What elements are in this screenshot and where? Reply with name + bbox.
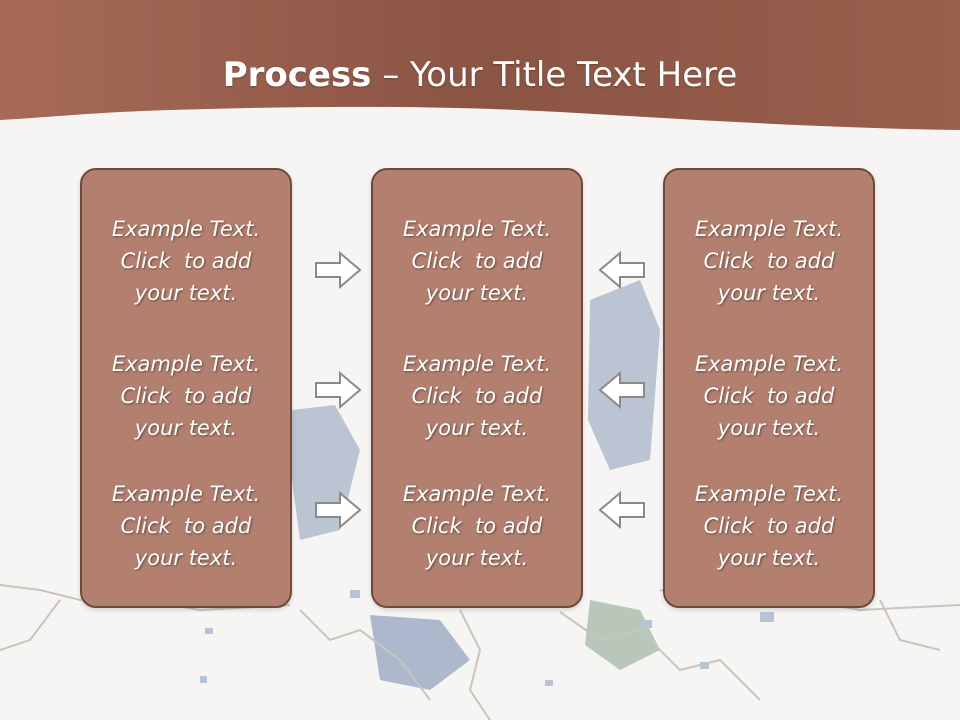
arrow-left-icon bbox=[598, 250, 645, 290]
text-line: Click to add bbox=[411, 384, 543, 408]
text-line: Example Text. bbox=[111, 217, 261, 241]
text-line: Click to add bbox=[120, 384, 252, 408]
text-block[interactable]: Example Text. Click to add your text. bbox=[665, 213, 873, 309]
arrow-right-icon bbox=[315, 250, 362, 290]
text-block[interactable]: Example Text. Click to add your text. bbox=[665, 348, 873, 444]
panel-middle: Example Text. Click to add your text. Ex… bbox=[371, 168, 583, 608]
text-line: Click to add bbox=[411, 514, 543, 538]
page-title: Process – Your Title Text Here bbox=[0, 50, 960, 100]
text-line: Click to add bbox=[411, 249, 543, 273]
globe-shard bbox=[370, 615, 470, 690]
text-line: Click to add bbox=[703, 514, 835, 538]
text-line: Example Text. bbox=[402, 217, 552, 241]
arrow-left-icon bbox=[598, 490, 645, 530]
title-rest: – Your Title Text Here bbox=[371, 55, 738, 95]
header-band bbox=[0, 0, 960, 130]
text-line: Example Text. bbox=[402, 482, 552, 506]
text-line: Click to add bbox=[120, 514, 252, 538]
text-line: Click to add bbox=[703, 249, 835, 273]
text-line: Example Text. bbox=[111, 482, 261, 506]
text-line: your text. bbox=[134, 281, 238, 305]
globe-shard bbox=[588, 280, 660, 470]
text-line: your text. bbox=[717, 281, 821, 305]
text-block[interactable]: Example Text. Click to add your text. bbox=[82, 478, 290, 574]
text-line: your text. bbox=[134, 546, 238, 570]
text-block[interactable]: Example Text. Click to add your text. bbox=[82, 348, 290, 444]
text-line: Click to add bbox=[120, 249, 252, 273]
text-line: your text. bbox=[425, 416, 529, 440]
text-block[interactable]: Example Text. Click to add your text. bbox=[373, 478, 581, 574]
panel-right: Example Text. Click to add your text. Ex… bbox=[663, 168, 875, 608]
panel-left: Example Text. Click to add your text. Ex… bbox=[80, 168, 292, 608]
arrow-right-icon bbox=[315, 370, 362, 410]
text-line: Click to add bbox=[703, 384, 835, 408]
text-line: Example Text. bbox=[694, 352, 844, 376]
text-block[interactable]: Example Text. Click to add your text. bbox=[373, 348, 581, 444]
text-block[interactable]: Example Text. Click to add your text. bbox=[82, 213, 290, 309]
text-line: your text. bbox=[134, 416, 238, 440]
text-line: your text. bbox=[425, 281, 529, 305]
text-line: your text. bbox=[717, 416, 821, 440]
text-block[interactable]: Example Text. Click to add your text. bbox=[373, 213, 581, 309]
text-block[interactable]: Example Text. Click to add your text. bbox=[665, 478, 873, 574]
arrow-right-icon bbox=[315, 490, 362, 530]
text-line: Example Text. bbox=[694, 482, 844, 506]
text-line: Example Text. bbox=[402, 352, 552, 376]
arrow-left-icon bbox=[598, 370, 645, 410]
title-bold: Process bbox=[222, 55, 372, 95]
text-line: Example Text. bbox=[111, 352, 261, 376]
text-line: Example Text. bbox=[694, 217, 844, 241]
debris bbox=[200, 590, 774, 686]
text-line: your text. bbox=[425, 546, 529, 570]
text-line: your text. bbox=[717, 546, 821, 570]
